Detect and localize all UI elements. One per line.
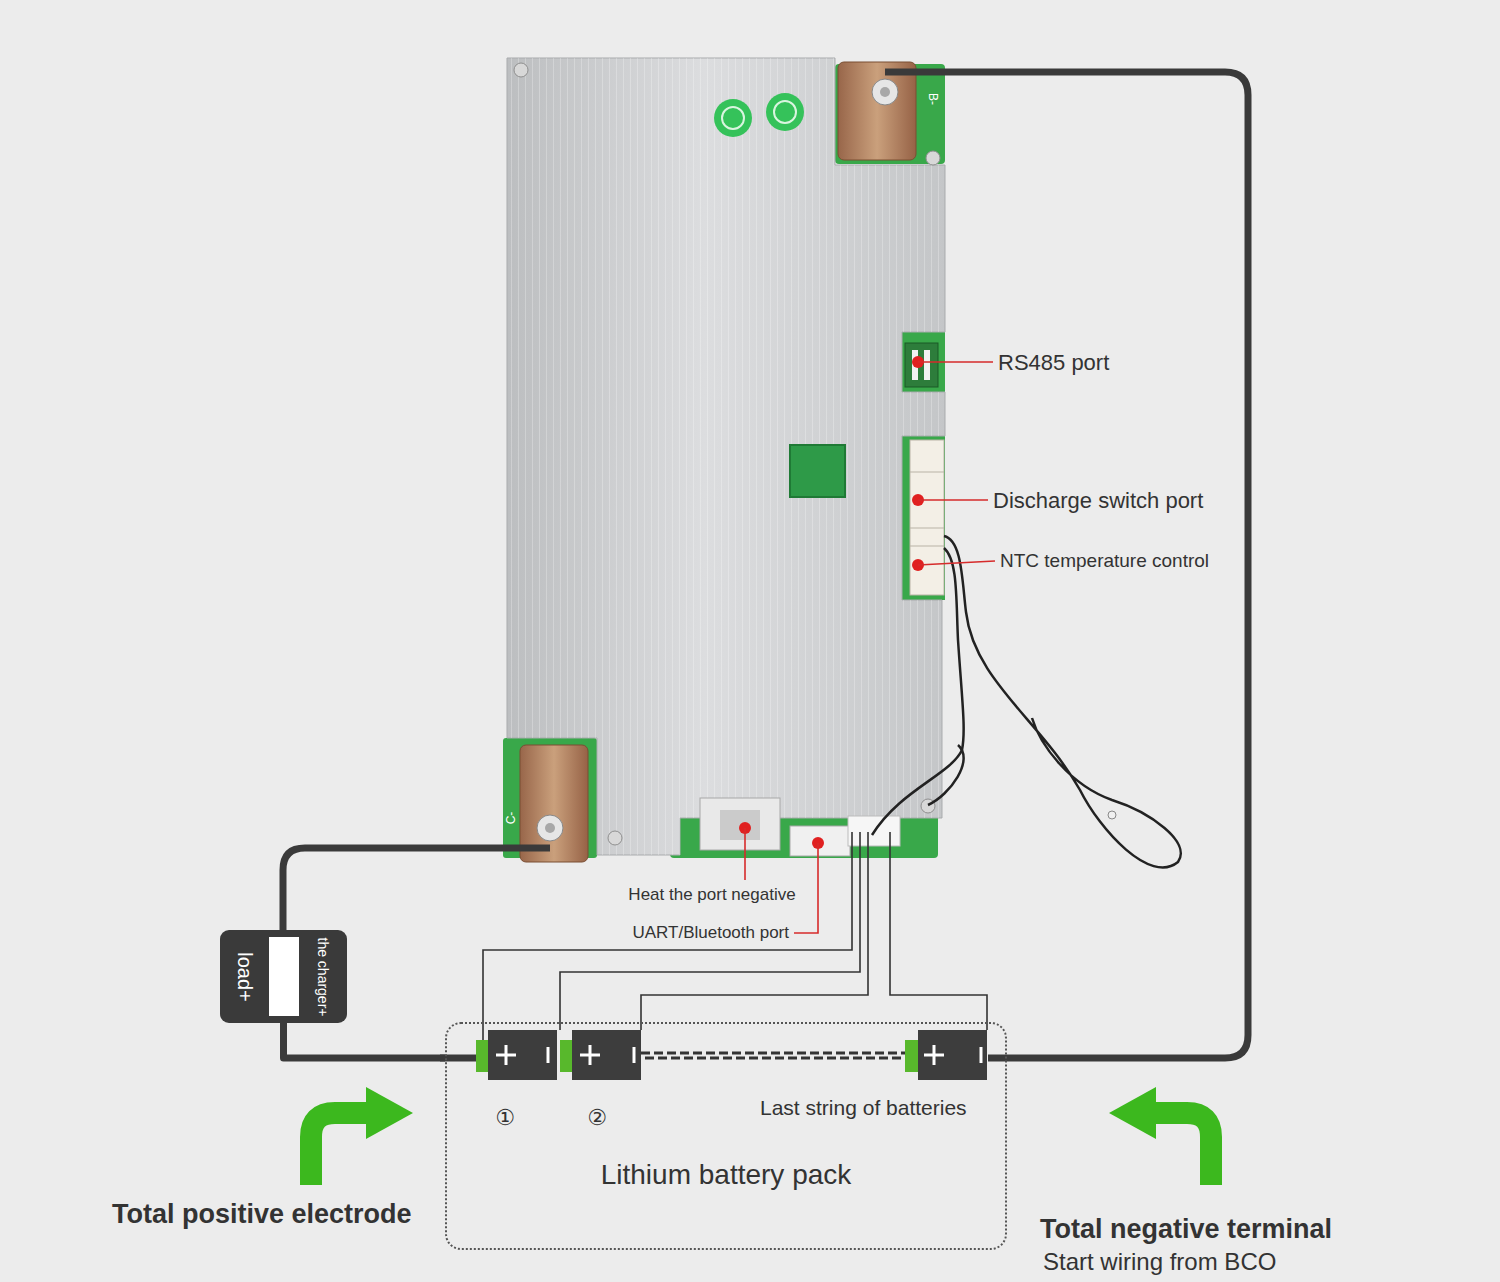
- screw: [514, 63, 528, 77]
- leader-line: [794, 843, 818, 933]
- balance-wire: [483, 832, 852, 1040]
- cell-terminal: [476, 1040, 490, 1072]
- terminal-mark: C-: [505, 812, 519, 825]
- rs485-connector: [905, 343, 938, 387]
- negative-power-wire: [885, 72, 1248, 1058]
- connector-pin: [924, 350, 930, 380]
- terminal-bolt: [880, 87, 890, 97]
- balance-wire: [560, 832, 860, 1030]
- terminal-bolt: [872, 79, 898, 105]
- heat-port: [720, 810, 760, 840]
- cell-note: Last string of batteries: [760, 1096, 967, 1120]
- callout-number: ①: [495, 1105, 515, 1130]
- uart-port: [790, 826, 850, 856]
- positive-power-wire: [283, 848, 550, 932]
- plus-symbol: [496, 1045, 516, 1065]
- minus-symbol: [980, 1047, 983, 1063]
- connector-divider: [910, 546, 944, 547]
- heatsink-texture: [507, 58, 945, 855]
- logo-badge: [722, 107, 744, 129]
- heat-port: [700, 798, 780, 850]
- node-text: load+: [233, 952, 256, 1002]
- ntc-wire: [872, 548, 964, 835]
- callout-number: ②: [587, 1105, 607, 1130]
- battery-cell: [918, 1030, 987, 1080]
- terminal-caption: Total negative terminal: [1040, 1214, 1332, 1245]
- leader-line: [918, 561, 995, 565]
- minus-symbol: [547, 1047, 550, 1063]
- battery-pack-outline: Lithium battery pack: [445, 1022, 1007, 1250]
- series-link: [645, 1057, 905, 1060]
- leader-line: [918, 361, 993, 363]
- screw: [608, 831, 622, 845]
- terminal-window: [269, 937, 299, 1016]
- battery-cell: [572, 1030, 641, 1080]
- switch-ntc-connector: [910, 440, 944, 595]
- series-link: [641, 1052, 905, 1055]
- ntc-wire: [944, 536, 1181, 867]
- terminal-bolt: [537, 815, 563, 841]
- plus-symbol: [580, 1045, 600, 1065]
- logo-badge: [714, 99, 752, 137]
- leader-line: [918, 499, 988, 501]
- ntc-wire: [928, 745, 964, 805]
- battery-cell: [488, 1030, 557, 1080]
- connector-divider: [910, 472, 944, 473]
- b-minus-terminal: [838, 62, 916, 160]
- port-callout: RS485 port: [998, 350, 1109, 375]
- cell-terminal: [560, 1040, 574, 1072]
- green-arrow: [1109, 1087, 1156, 1139]
- screw: [926, 151, 940, 165]
- ntc-probe: [1108, 811, 1116, 819]
- green-arrow: [366, 1087, 413, 1139]
- port-callout: Discharge switch port: [993, 488, 1203, 513]
- logo-badge: [774, 101, 796, 123]
- terminal-bolt: [545, 823, 555, 833]
- node-text: Lithium battery pack: [601, 1159, 852, 1191]
- terminal-block: load+ the charger+: [220, 930, 347, 1023]
- logo-badge: [766, 93, 804, 131]
- port-callout: NTC temperature control: [1000, 550, 1209, 572]
- green-arrow: [311, 1113, 372, 1185]
- c-minus-terminal: [520, 745, 588, 862]
- connector-divider: [910, 528, 944, 529]
- terminal-mark: B-: [925, 93, 939, 105]
- minus-symbol: [633, 1047, 636, 1063]
- leader-line: [744, 828, 746, 880]
- pcb-edge: [898, 330, 945, 600]
- cell-terminal: [905, 1040, 919, 1072]
- power-wire: [284, 1023, 446, 1058]
- aluminium-heatsink: [507, 58, 945, 855]
- balance-wire: [890, 832, 987, 1030]
- node-text: the charger+: [315, 937, 331, 1016]
- port-callout: Heat the port negative: [628, 885, 795, 905]
- port-callout: UART/Bluetooth port: [632, 923, 789, 943]
- plus-symbol: [924, 1045, 944, 1065]
- terminal-note: Start wiring from BCO: [1043, 1248, 1276, 1276]
- green-arrow: [1150, 1113, 1211, 1185]
- indicator-window: [790, 445, 845, 497]
- terminal-caption: Total positive electrode: [112, 1199, 412, 1230]
